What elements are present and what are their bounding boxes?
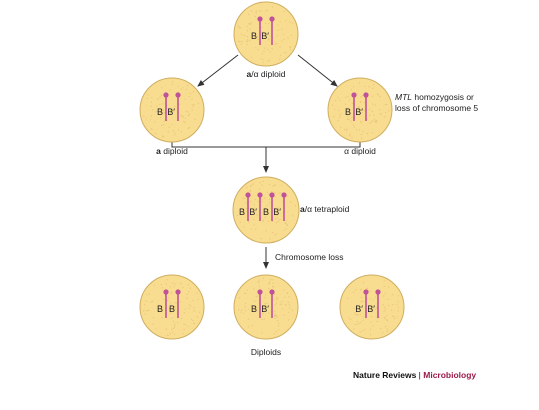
centromere	[163, 289, 169, 295]
cell-membrane	[139, 77, 205, 143]
centromere	[375, 289, 381, 295]
annotation-chromosome-loss: Chromosome loss	[275, 252, 344, 262]
cell-middle: B B′ B B′	[232, 176, 300, 244]
centromere	[351, 92, 357, 98]
chromosome	[363, 92, 369, 121]
chromosome	[257, 192, 263, 221]
allele-label: B′	[261, 31, 269, 41]
centromere	[163, 92, 169, 98]
cell-bottom-right: B′ B′	[339, 274, 405, 340]
cell-top: B B′	[233, 1, 299, 67]
chromosome	[245, 192, 251, 221]
centromere	[175, 92, 181, 98]
annotation-diploids: Diploids	[251, 347, 281, 357]
centromere	[257, 192, 263, 198]
cell-right: B B′	[327, 77, 393, 143]
chromosome	[175, 92, 181, 121]
allele-label: B′	[355, 304, 363, 314]
allele-label: B	[251, 304, 257, 314]
chromosome	[269, 289, 275, 318]
allele-label: B	[169, 304, 175, 314]
centromere	[257, 289, 263, 295]
cell-bottom-center: B B′	[233, 274, 299, 340]
label-left-cell: a diploid	[156, 146, 188, 156]
chromosome	[269, 192, 275, 221]
centromere	[269, 289, 275, 295]
allele-label: B′	[355, 107, 363, 117]
cell-texture	[331, 82, 390, 139]
centromere	[257, 16, 263, 22]
label-middle-cell: a/α tetraploid	[300, 204, 350, 214]
allele-label: B	[251, 31, 257, 41]
allele-label: B′	[261, 304, 269, 314]
centromere	[363, 289, 369, 295]
cell-left: B B′	[139, 77, 205, 143]
allele-label: B′	[367, 304, 375, 314]
cell-texture	[236, 180, 296, 240]
centromere	[363, 92, 369, 98]
allele-label: B	[157, 304, 163, 314]
annotation-mtl-line2: loss of chromosome 5	[395, 103, 478, 113]
journal-name: Nature Reviews	[353, 370, 417, 380]
allele-label: B′	[273, 207, 281, 217]
allele-label: B	[157, 107, 163, 117]
allele-label: B	[345, 107, 351, 117]
centromere	[245, 192, 251, 198]
chromosome	[257, 289, 263, 318]
cell-membrane	[139, 274, 205, 340]
credit-separator: |	[416, 370, 424, 380]
chromosome	[281, 192, 287, 221]
centromere	[269, 192, 275, 198]
cell-texture	[143, 279, 201, 337]
annotation-mtl-line1: MTL homozygosis or	[395, 92, 474, 102]
centromere	[175, 289, 181, 295]
chromosome	[175, 289, 181, 318]
chromosome	[257, 16, 263, 45]
journal-credit: Nature Reviews | Microbiology	[353, 370, 476, 380]
allele-label: B′	[249, 207, 257, 217]
arrow-top-to-left	[197, 54, 239, 87]
chromosome	[163, 289, 169, 318]
label-right-cell: α diploid	[344, 146, 376, 156]
centromere	[281, 192, 287, 198]
chromosome	[375, 289, 381, 318]
arrow-top-to-right	[297, 54, 338, 87]
allele-label: B′	[167, 107, 175, 117]
chromosome	[351, 92, 357, 121]
centromere	[269, 16, 275, 22]
allele-label: B	[263, 207, 269, 217]
chromosome	[163, 92, 169, 121]
cell-membrane	[327, 77, 393, 143]
label-top-cell: a/α diploid	[247, 69, 286, 79]
merge-bracket	[171, 137, 361, 148]
cell-membrane	[339, 274, 405, 340]
chromosome	[269, 16, 275, 45]
cell-membrane	[233, 1, 299, 67]
chromosome	[363, 289, 369, 318]
cell-membrane	[233, 274, 299, 340]
allele-label: B	[239, 207, 245, 217]
journal-subject: Microbiology	[423, 370, 477, 380]
